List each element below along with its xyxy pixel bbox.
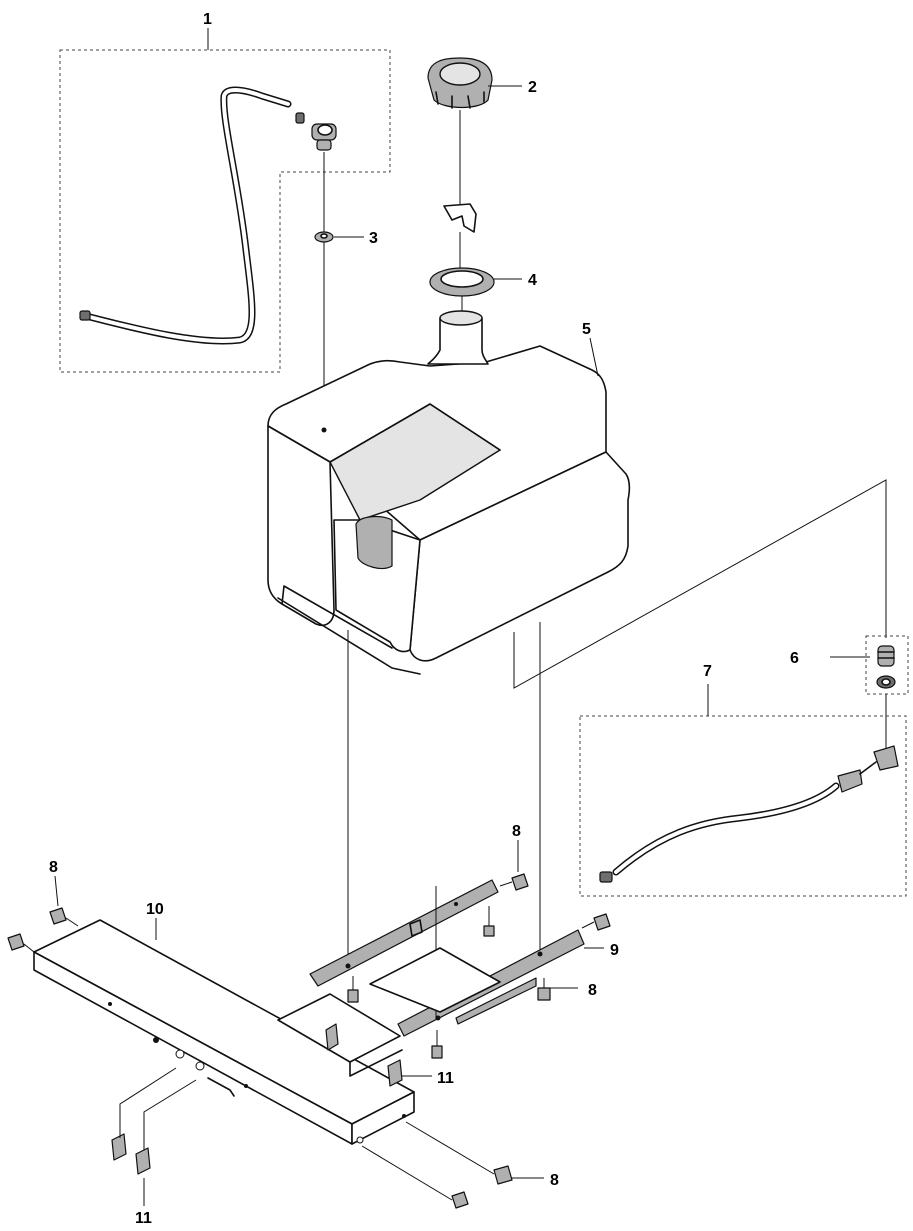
callout-7: 7 xyxy=(703,663,712,680)
callout-8-bottom: 8 xyxy=(550,1172,559,1189)
callout-8-left: 8 xyxy=(49,859,58,876)
vent-hose xyxy=(82,86,292,345)
callout-11-bottom: 11 xyxy=(135,1210,152,1227)
callout-8-top: 8 xyxy=(512,823,521,840)
fuel-tank xyxy=(267,310,631,675)
frame-rail xyxy=(33,919,501,1145)
callout-1: 1 xyxy=(203,11,212,28)
fuel-hose-kit xyxy=(579,715,907,897)
bolts xyxy=(7,873,611,1209)
callout-4: 4 xyxy=(528,272,537,289)
callout-8-right: 8 xyxy=(588,982,597,999)
kit-boundary-6 xyxy=(865,635,909,695)
callout-2: 2 xyxy=(528,79,537,96)
callout-3: 3 xyxy=(369,230,378,247)
callout-6: 6 xyxy=(790,650,799,667)
fuel-cap xyxy=(427,57,493,109)
vent-hose-kit xyxy=(59,49,391,373)
fuel-hose xyxy=(612,782,840,876)
callout-9: 9 xyxy=(610,942,619,959)
hose-clip-upper xyxy=(295,112,305,124)
callout-10: 10 xyxy=(146,901,164,918)
callout-11-center: 11 xyxy=(437,1070,454,1087)
vent-port xyxy=(321,427,327,433)
cap-retainer xyxy=(443,203,477,233)
clip-nuts xyxy=(111,1023,403,1175)
outlet-connection-line xyxy=(513,479,887,689)
hose-clip-lower xyxy=(79,310,91,321)
callout-5: 5 xyxy=(582,321,591,338)
kit-boundary-7 xyxy=(579,715,907,897)
fuel-outlet-fitting xyxy=(865,635,909,695)
kit-boundary-1 xyxy=(59,49,391,373)
leader-lines xyxy=(54,28,870,1206)
